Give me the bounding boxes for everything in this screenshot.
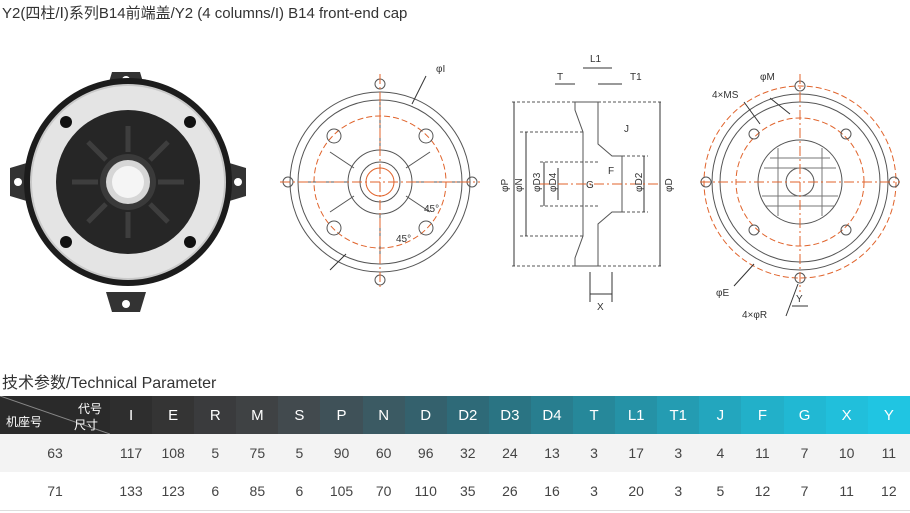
section-title: 技术参数/Technical Parameter [2, 375, 217, 392]
value-cell: 13 [530, 434, 574, 472]
value-cell: 3 [573, 472, 616, 511]
column-header: J [699, 396, 742, 434]
value-cell: 6 [194, 472, 237, 511]
label-phi-i: φI [436, 64, 445, 75]
column-header: I [110, 396, 153, 434]
column-header: X [825, 396, 868, 434]
table-corner-cell: 代号 尺寸 机座号 [0, 396, 110, 434]
column-header: G [783, 396, 826, 434]
value-cell: 75 [236, 434, 279, 472]
column-header: T1 [657, 396, 700, 434]
value-cell: 7 [783, 434, 826, 472]
label-f: F [608, 166, 614, 177]
column-header: M [236, 396, 279, 434]
label-phi-d2: φD2 [634, 172, 645, 192]
column-header: T [573, 396, 616, 434]
column-header: E [152, 396, 195, 434]
value-cell: 10 [825, 434, 868, 472]
column-header: D2 [446, 396, 489, 434]
rear-view-drawing [700, 74, 900, 317]
page-title: Y2(四柱/Ⅰ)系列B14前端盖/Y2 (4 columns/I) B14 fr… [2, 5, 408, 22]
value-cell: 11 [867, 434, 910, 472]
value-cell: 123 [152, 472, 195, 511]
value-cell: 133 [110, 472, 153, 511]
value-cell: 90 [320, 434, 363, 472]
value-cell: 108 [152, 434, 195, 472]
column-header: N [362, 396, 405, 434]
value-cell: 5 [278, 434, 321, 472]
value-cell: 117 [110, 434, 153, 472]
label-phi-d4: φD4 [548, 172, 559, 192]
side-section-drawing [512, 67, 662, 302]
column-header: D4 [530, 396, 574, 434]
value-cell: 5 [699, 472, 742, 511]
label-phi-m: φM [760, 72, 775, 83]
value-cell: 85 [236, 472, 279, 511]
value-cell: 96 [404, 434, 447, 472]
value-cell: 24 [488, 434, 531, 472]
label-45-b: 45° [396, 234, 411, 245]
value-cell: 3 [573, 434, 616, 472]
product-photo [10, 72, 246, 312]
label-45-a: 45° [424, 204, 439, 215]
column-header: Y [867, 396, 910, 434]
value-cell: 26 [488, 472, 531, 511]
value-cell: 17 [615, 434, 658, 472]
column-header: R [194, 396, 237, 434]
value-cell: 105 [320, 472, 363, 511]
column-header: S [278, 396, 321, 434]
label-t1: T1 [630, 72, 642, 83]
value-cell: 11 [825, 472, 868, 511]
value-cell: 3 [657, 472, 700, 511]
value-cell: 110 [404, 472, 447, 511]
value-cell: 60 [362, 434, 405, 472]
label-l1: L1 [590, 54, 602, 65]
value-cell: 20 [615, 472, 658, 511]
label-y: Y [796, 294, 803, 305]
value-cell: 5 [194, 434, 237, 472]
front-view-drawing [280, 74, 480, 290]
column-header: D3 [488, 396, 531, 434]
column-header: L1 [615, 396, 658, 434]
value-cell: 32 [446, 434, 489, 472]
value-cell: 4 [699, 434, 742, 472]
corner-diagonal [0, 396, 110, 434]
label-phi-p: φP [500, 179, 511, 192]
value-cell: 12 [867, 472, 910, 511]
label-4-r: 4×φR [742, 310, 767, 321]
corner-label-size: 尺寸 [73, 418, 98, 432]
technical-drawings: φI 45° 45° L1 T T1 J F G φP φN φD3 φD4 [10, 54, 900, 321]
label-j: J [624, 124, 629, 135]
value-cell: 70 [362, 472, 405, 511]
label-phi-d: φD [664, 178, 675, 192]
value-cell: 6 [278, 472, 321, 511]
label-4-ms: 4×MS [712, 90, 739, 101]
corner-label-frame: 机座号 [6, 415, 43, 429]
value-cell: 3 [657, 434, 700, 472]
frame-cell: 63 [0, 434, 110, 472]
label-phi-d3: φD3 [532, 172, 543, 192]
label-g: G [586, 180, 594, 191]
value-cell: 35 [446, 472, 489, 511]
value-cell: 16 [530, 472, 574, 511]
value-cell: 12 [741, 472, 784, 511]
value-cell: 7 [783, 472, 826, 511]
label-x: X [597, 302, 604, 313]
label-phi-n: φN [514, 178, 525, 192]
label-t: T [557, 72, 563, 83]
column-header: F [741, 396, 784, 434]
column-header: P [320, 396, 363, 434]
frame-cell: 71 [0, 472, 110, 511]
column-header: D [404, 396, 447, 434]
value-cell: 11 [741, 434, 784, 472]
corner-label-code: 代号 [77, 402, 102, 416]
label-phi-e: φE [716, 288, 729, 299]
